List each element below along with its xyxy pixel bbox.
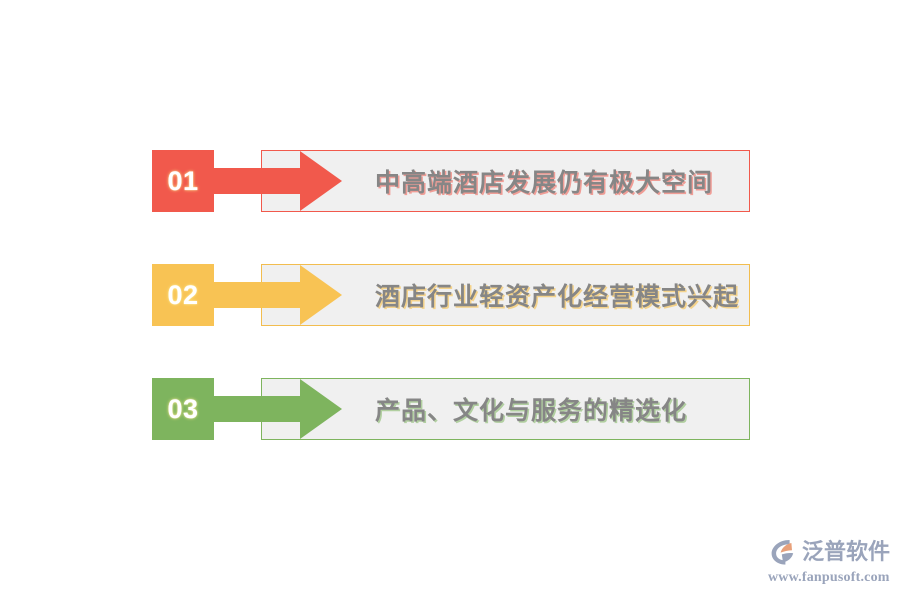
item-title: 酒店行业轻资产化经营模式兴起 [375,283,740,311]
watermark-url: www.fanpusoft.com [768,570,890,585]
item-number-badge: 01 [152,150,214,212]
item-title: 中高端酒店发展仍有极大空间 [375,169,714,197]
fanpu-swoosh-logo-icon [771,540,794,565]
item-number-badge: 02 [152,264,214,326]
arrow-head-icon [300,379,342,439]
item-panel [261,264,750,326]
arrow-shaft [204,396,316,422]
item-number-label: 02 [167,279,199,310]
arrow-head-icon [300,151,342,211]
item-panel [261,150,750,212]
arrow-shaft [204,282,316,308]
arrow-head-icon [300,265,342,325]
list-item: 03 产品、文化与服务的精选化 [152,378,750,440]
item-number-label: 03 [167,393,199,424]
list-item: 01 中高端酒店发展仍有极大空间 [152,150,750,212]
watermark-brand-name: 泛普软件 [802,539,891,564]
watermark: 泛普软件 www.fanpusoft.com [768,536,892,590]
item-number-label: 01 [167,165,199,196]
watermark-brand-row: 泛普软件 [768,536,892,568]
list-item: 02 酒店行业轻资产化经营模式兴起 [152,264,750,326]
item-panel [261,378,750,440]
item-number-badge: 03 [152,378,214,440]
arrow-shaft [204,168,316,194]
item-title: 产品、文化与服务的精选化 [375,397,688,425]
